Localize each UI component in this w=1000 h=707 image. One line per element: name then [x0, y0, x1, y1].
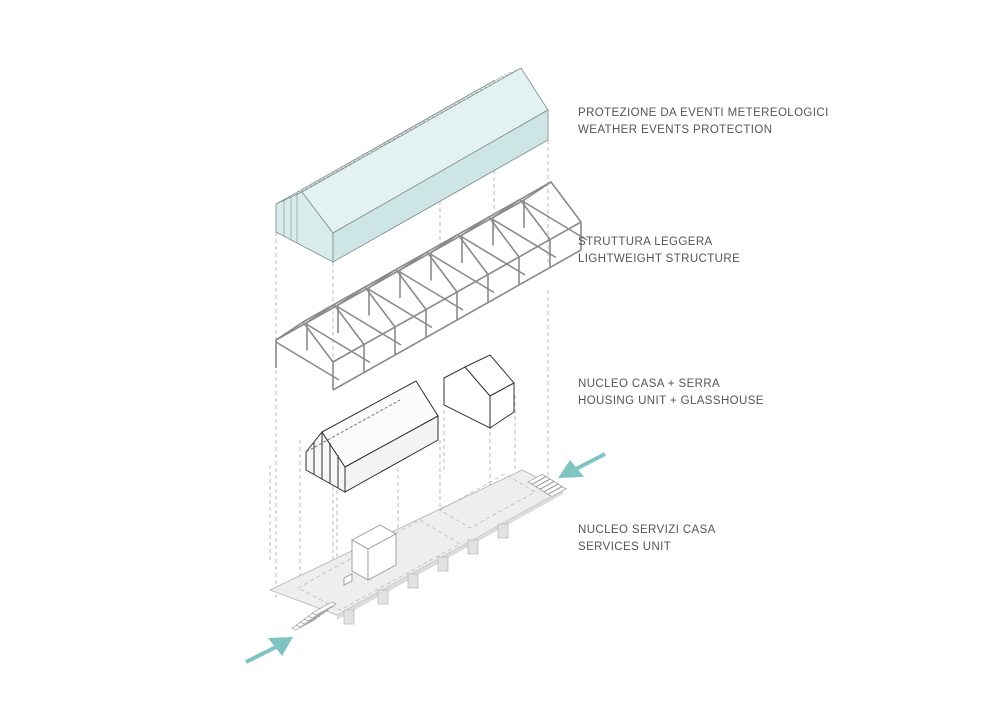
entry-stairs-left: [291, 601, 337, 631]
label-italian: NUCLEO SERVIZI CASA: [578, 524, 716, 536]
label-italian: STRUTTURA LEGGERA: [578, 236, 713, 248]
services-platform: [268, 469, 564, 625]
label-english: HOUSING UNIT + GLASSHOUSE: [578, 395, 764, 407]
label-services-unit: NUCLEO SERVIZI CASA SERVICES UNIT: [578, 522, 716, 556]
label-italian: NUCLEO CASA + SERRA: [578, 378, 721, 390]
label-weather-protection: PROTEZIONE DA EVENTI METEREOLOGICI WEATH…: [578, 105, 829, 139]
glasshouse-volume: [305, 380, 439, 493]
services-core-block: [343, 524, 397, 586]
entry-stairs-right: [527, 473, 567, 497]
entry-arrow-icon: [558, 452, 606, 478]
label-english: SERVICES UNIT: [578, 541, 672, 553]
label-housing-unit: NUCLEO CASA + SERRA HOUSING UNIT + GLASS…: [578, 376, 764, 410]
label-lightweight-structure: STRUTTURA LEGGERA LIGHTWEIGHT STRUCTURE: [578, 234, 740, 268]
label-italian: PROTEZIONE DA EVENTI METEREOLOGICI: [578, 107, 829, 119]
label-english: LIGHTWEIGHT STRUCTURE: [578, 253, 741, 265]
weather-protection-roof: [275, 67, 549, 263]
lightweight-structure-frames: [275, 181, 588, 391]
housing-unit-volume: [443, 354, 515, 429]
label-english: WEATHER EVENTS PROTECTION: [578, 124, 773, 136]
entry-arrow-icon: [245, 637, 293, 664]
